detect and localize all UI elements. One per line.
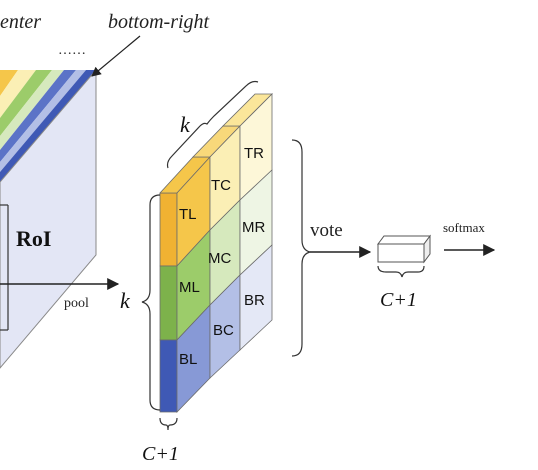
vector-front — [377, 243, 425, 263]
c-bottom-brace — [159, 417, 178, 431]
cell-br — [239, 244, 273, 351]
roi-front-face — [0, 68, 97, 369]
class-vector-box — [377, 234, 431, 264]
position-score-cube — [159, 93, 273, 413]
center-label: enter — [0, 11, 41, 33]
cell-label-mc: MC — [208, 250, 231, 267]
c-plus-one-bottom: C+1 — [142, 443, 179, 465]
bottom-right-label: bottom-right — [108, 11, 210, 33]
cell-label-tc: TC — [211, 177, 231, 194]
k-left-brace — [141, 194, 161, 411]
vector-top — [377, 235, 431, 245]
cell-label-tr: TR — [244, 145, 264, 162]
vote-label: vote — [310, 220, 343, 241]
roi-volume — [0, 68, 97, 369]
roi-label: RoI — [16, 226, 51, 251]
side-green — [159, 265, 178, 341]
cell-label-mr: MR — [242, 219, 265, 236]
k-top-label: k — [180, 112, 191, 137]
bottom-right-pointer — [91, 35, 141, 77]
pool-label: pool — [64, 296, 89, 311]
cube-right-brace — [291, 139, 311, 357]
softmax-label: softmax — [443, 220, 485, 235]
cell-label-ml: ML — [179, 279, 200, 296]
cell-label-bl: BL — [179, 351, 197, 368]
cell-label-br: BR — [244, 292, 265, 309]
k-left-label: k — [120, 288, 131, 313]
c-right-brace — [377, 265, 425, 278]
c-plus-one-right: C+1 — [380, 289, 417, 311]
cell-label-tl: TL — [179, 206, 197, 223]
k-top-brace — [166, 80, 259, 169]
side-blue — [159, 339, 178, 413]
cell-label-bc: BC — [213, 322, 234, 339]
dots-label: …… — [58, 43, 86, 58]
side-yellow — [159, 192, 178, 267]
